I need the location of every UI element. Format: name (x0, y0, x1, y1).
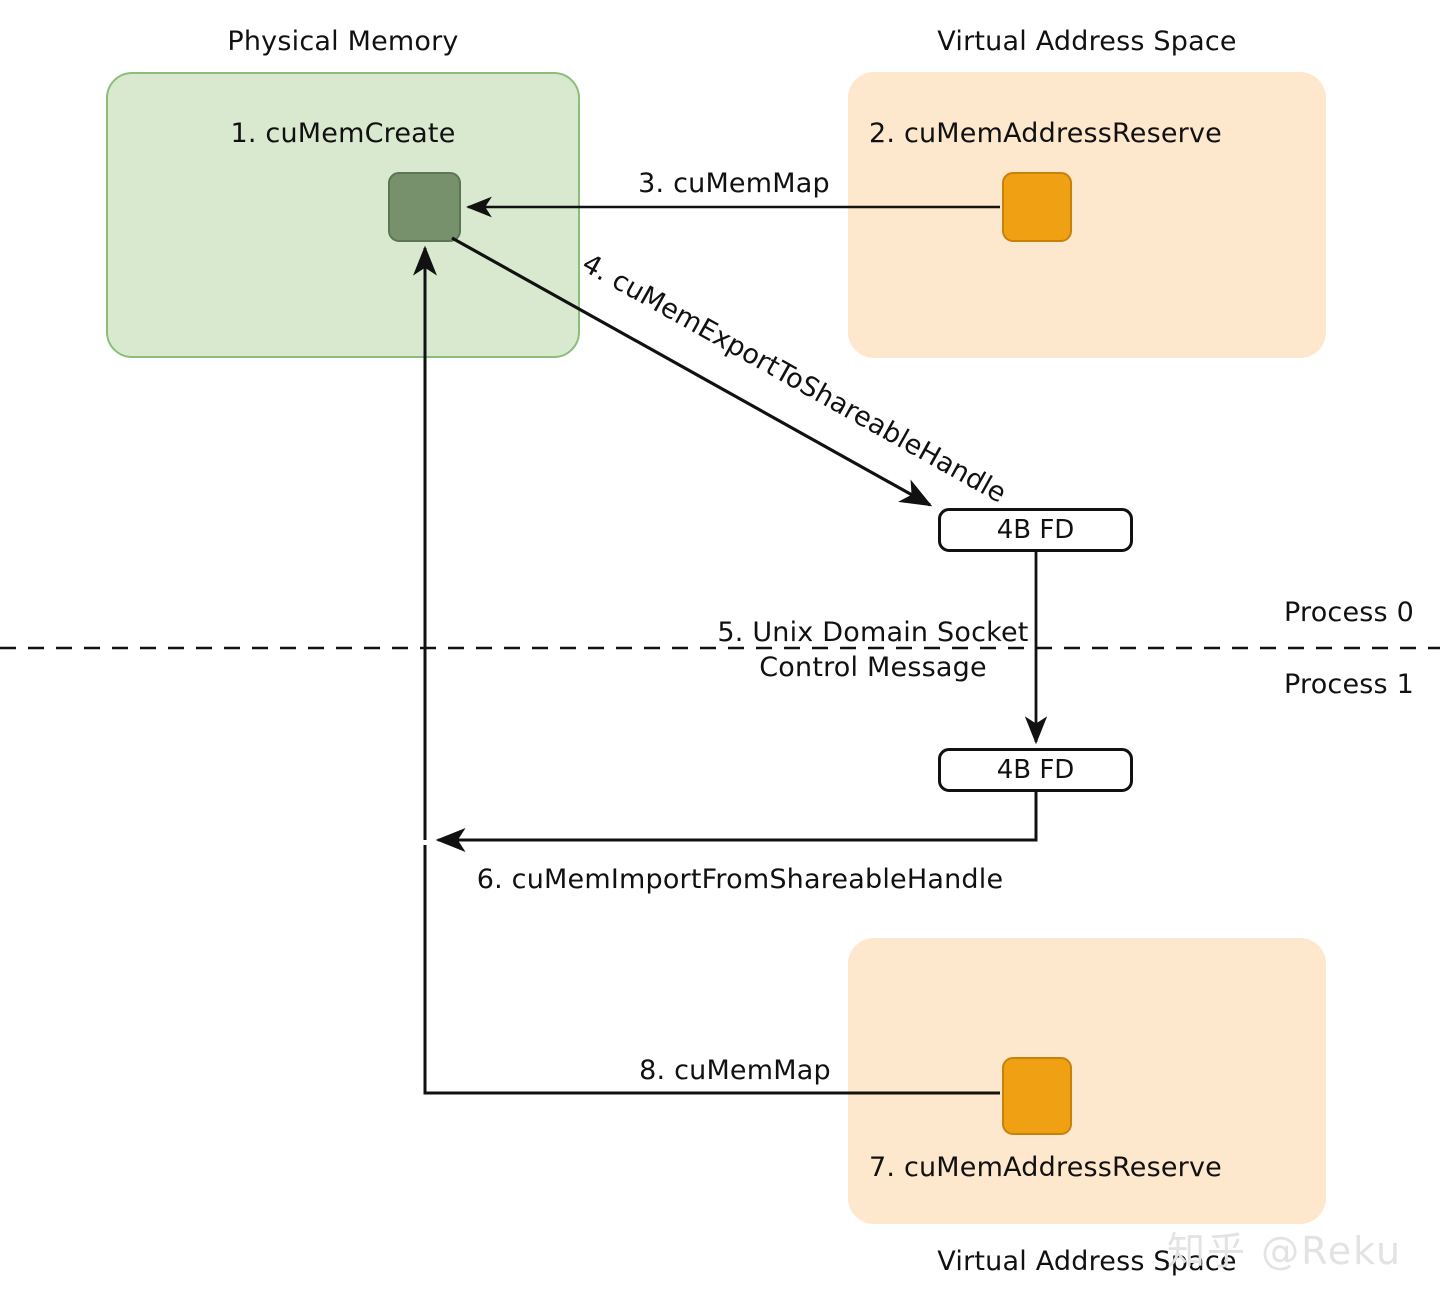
physical-memory-chip (388, 172, 461, 242)
step1-label: 1. cuMemCreate (230, 118, 456, 149)
process-1-label: Process 1 (1284, 669, 1414, 700)
step2-label: 2. cuMemAddressReserve (869, 118, 1222, 149)
fd-box-top: 4B FD (938, 508, 1133, 552)
physical-memory-region (106, 72, 580, 358)
virtual-address-space-title-bottom: Virtual Address Space (937, 1246, 1237, 1277)
virtual-address-chip-bottom (1002, 1057, 1072, 1135)
process-0-label: Process 0 (1284, 597, 1414, 628)
step5-label-line1: 5. Unix Domain Socket (717, 617, 1029, 648)
step3-label: 3. cuMemMap (638, 168, 830, 199)
virtual-address-space-region-top (848, 72, 1326, 358)
step6-label: 6. cuMemImportFromShareableHandle (476, 864, 1004, 895)
arrow-step6 (435, 792, 1038, 852)
virtual-address-space-title-top: Virtual Address Space (937, 26, 1237, 57)
fd-box-bottom: 4B FD (938, 748, 1133, 792)
step7-label: 7. cuMemAddressReserve (869, 1152, 1222, 1183)
physical-memory-title: Physical Memory (227, 26, 459, 57)
watermark: 知乎 @Reku (1167, 1229, 1403, 1273)
step5-label-line2: Control Message (759, 652, 987, 683)
virtual-address-chip-top (1002, 172, 1072, 242)
step8-label: 8. cuMemMap (639, 1055, 831, 1086)
